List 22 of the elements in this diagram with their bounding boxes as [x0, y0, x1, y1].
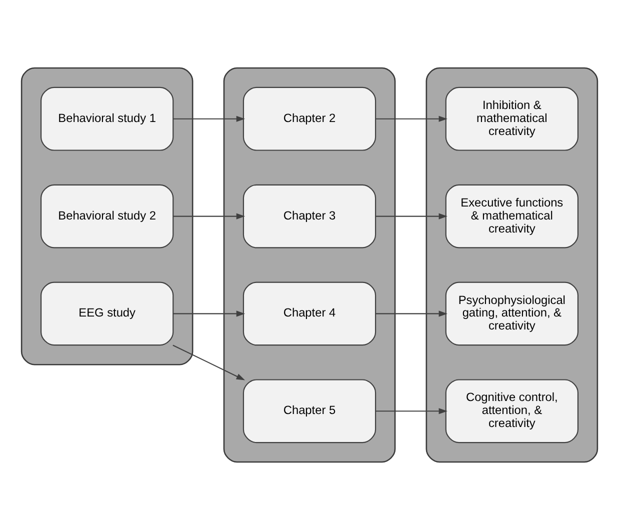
cluster	[426, 67, 598, 463]
arrow	[376, 213, 448, 220]
node-box: Chapter 2	[242, 86, 376, 151]
cluster	[20, 67, 194, 366]
node-box: Cognitive control, attention, & creativity	[445, 379, 578, 444]
node-box: EEG study	[40, 282, 174, 346]
arrow	[376, 116, 448, 122]
node-box: Behavioral study 2	[40, 184, 174, 248]
arrow	[376, 310, 448, 317]
node-box: Psychophysiological gating, attention, & creativity	[445, 282, 578, 346]
cluster	[223, 67, 396, 463]
arrow	[376, 408, 448, 414]
node-box: Inhibition & mathematical creativity	[445, 86, 578, 151]
node-box: Executive functions & mathematical creativity	[445, 184, 578, 248]
node-box: Chapter 4	[242, 282, 376, 346]
arrow	[173, 310, 246, 317]
arrow	[172, 344, 246, 380]
node-box: Behavioral study 1	[40, 86, 174, 151]
node-box: Chapter 5	[242, 379, 376, 444]
arrow	[173, 116, 246, 122]
node-box: Chapter 3	[242, 184, 376, 248]
arrow	[173, 213, 246, 220]
